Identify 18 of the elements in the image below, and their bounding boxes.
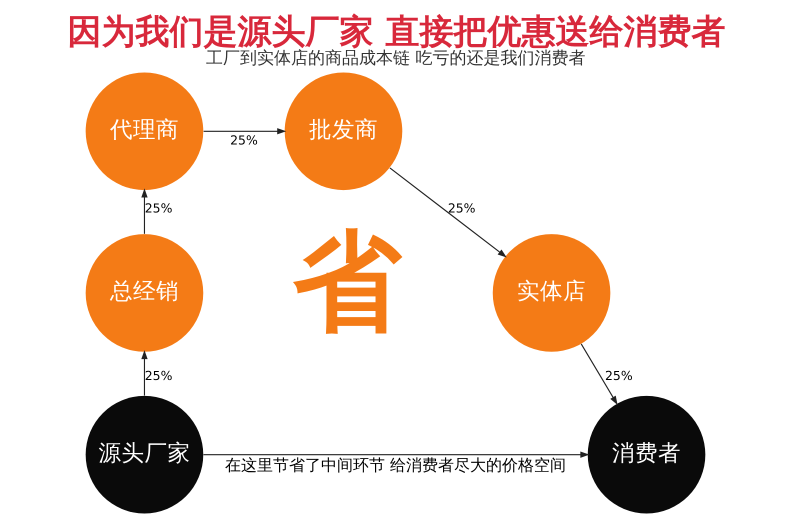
node-circle: 总经销: [85, 234, 203, 352]
edge-label: 在这里节省了中间环节 给消费者尽大的价格空间: [224, 456, 566, 475]
edge-label: 25%: [447, 200, 475, 216]
edge-label: 25%: [604, 368, 632, 383]
arrow: [580, 344, 618, 405]
arrow: [203, 452, 589, 458]
label: 省: [292, 218, 402, 345]
arrow: [203, 128, 286, 134]
edge-label: 25%: [144, 368, 172, 383]
node-circle: 实体店: [492, 234, 610, 352]
arrow: [389, 168, 506, 258]
arrow: [140, 188, 148, 234]
node-circle: 代理商: [85, 72, 203, 190]
arrow: [140, 350, 148, 396]
node-circle: 源头厂家: [85, 396, 203, 514]
node-circle: 批发商: [284, 72, 402, 190]
edge-label: 25%: [144, 200, 172, 216]
edge-label: 25%: [230, 132, 258, 148]
